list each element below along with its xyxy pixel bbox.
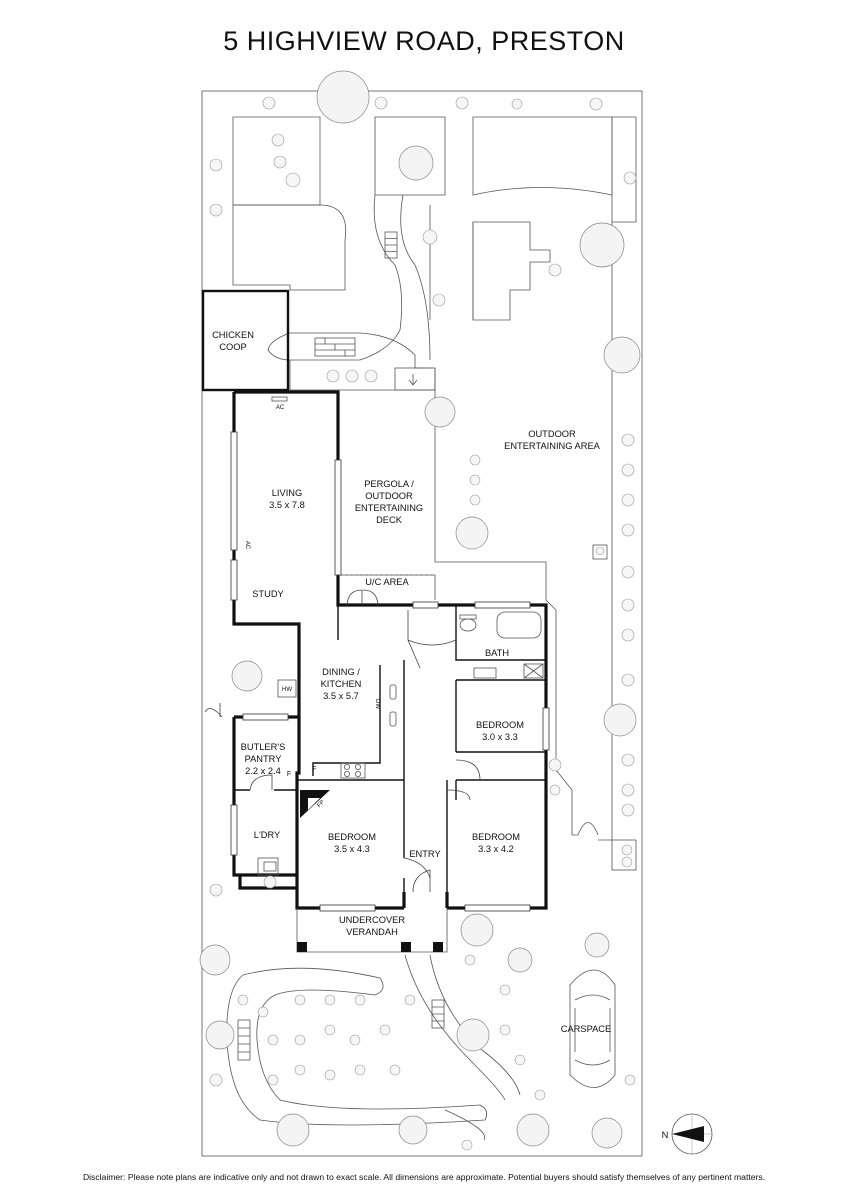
fixture-labels: AC AC HW DW F F FP bbox=[244, 405, 380, 809]
label-outdoor-2: ENTERTAINING AREA bbox=[504, 441, 601, 451]
fireplace bbox=[300, 790, 330, 818]
label-ldry: L'DRY bbox=[254, 830, 280, 840]
label-pergola-1: PERGOLA / bbox=[364, 479, 414, 489]
label-f-pantry: F bbox=[287, 771, 291, 778]
label-fp: FP bbox=[316, 799, 326, 809]
label-verandah: VERANDAH bbox=[346, 927, 398, 937]
disclaimer: Disclaimer: Please note plans are indica… bbox=[82, 1172, 766, 1182]
label-f-kitchen: F bbox=[312, 766, 316, 773]
label-ac-side: AC bbox=[244, 541, 250, 550]
kitchen-fixtures bbox=[257, 396, 397, 876]
label-bedroom-left-dim: 3.5 x 4.3 bbox=[334, 844, 370, 854]
bath-fixtures bbox=[459, 611, 544, 679]
label-hw: HW bbox=[282, 687, 292, 693]
label-living-dim: 3.5 x 7.8 bbox=[269, 500, 305, 510]
interior-walls bbox=[234, 605, 547, 892]
shrubs bbox=[209, 96, 637, 1151]
label-pantry-dim: 2.2 x 2.4 bbox=[245, 766, 281, 776]
label-bath: BATH bbox=[485, 648, 509, 658]
label-pergola-2: OUTDOOR bbox=[365, 491, 413, 501]
label-pantry: PANTRY bbox=[245, 754, 282, 764]
label-pergola-3: ENTERTAINING bbox=[355, 503, 423, 513]
garden-plots bbox=[232, 116, 637, 391]
compass-icon: N bbox=[662, 1113, 713, 1155]
label-bedroom-left: BEDROOM bbox=[328, 832, 376, 842]
brick-paving bbox=[237, 231, 445, 1061]
doors bbox=[204, 589, 481, 893]
label-study: STUDY bbox=[252, 589, 284, 599]
label-carspace: CARSPACE bbox=[561, 1024, 611, 1034]
label-pergola-4: DECK bbox=[376, 515, 403, 525]
label-bedroom-ru-dim: 3.0 x 3.3 bbox=[482, 732, 518, 742]
page-title: 5 HIGHVIEW ROAD, PRESTON bbox=[223, 26, 625, 56]
label-outdoor-1: OUTDOOR bbox=[528, 429, 576, 439]
label-living: LIVING bbox=[272, 488, 302, 498]
property-boundary bbox=[201, 90, 643, 1157]
label-uc-area: U/C AREA bbox=[365, 577, 409, 587]
label-dining-dim: 3.5 x 5.7 bbox=[323, 691, 359, 701]
label-butlers: BUTLER'S bbox=[241, 742, 286, 752]
compass-label: N bbox=[662, 1130, 669, 1140]
outdoor-lines bbox=[340, 222, 637, 871]
car-outline bbox=[569, 969, 616, 1088]
verandah bbox=[296, 908, 448, 953]
trees bbox=[199, 70, 641, 1149]
windows bbox=[230, 431, 550, 912]
label-coop: COOP bbox=[219, 342, 246, 352]
label-bedroom-ru: BEDROOM bbox=[476, 720, 524, 730]
label-dining: DINING / bbox=[322, 667, 360, 677]
room-labels: CHICKEN COOP LIVING 3.5 x 7.8 STUDY PERGOL… bbox=[212, 330, 611, 1034]
label-undercover: UNDERCOVER bbox=[339, 915, 405, 925]
label-chicken: CHICKEN bbox=[212, 330, 254, 340]
label-bedroom-rl-dim: 3.3 x 4.2 bbox=[478, 844, 514, 854]
label-kitchen: KITCHEN bbox=[321, 679, 362, 689]
label-dw: DW bbox=[374, 699, 380, 709]
label-ac-top: AC bbox=[276, 405, 285, 411]
chicken-coop-structure bbox=[201, 289, 290, 392]
label-bedroom-rl: BEDROOM bbox=[472, 832, 520, 842]
label-entry: ENTRY bbox=[409, 849, 440, 859]
